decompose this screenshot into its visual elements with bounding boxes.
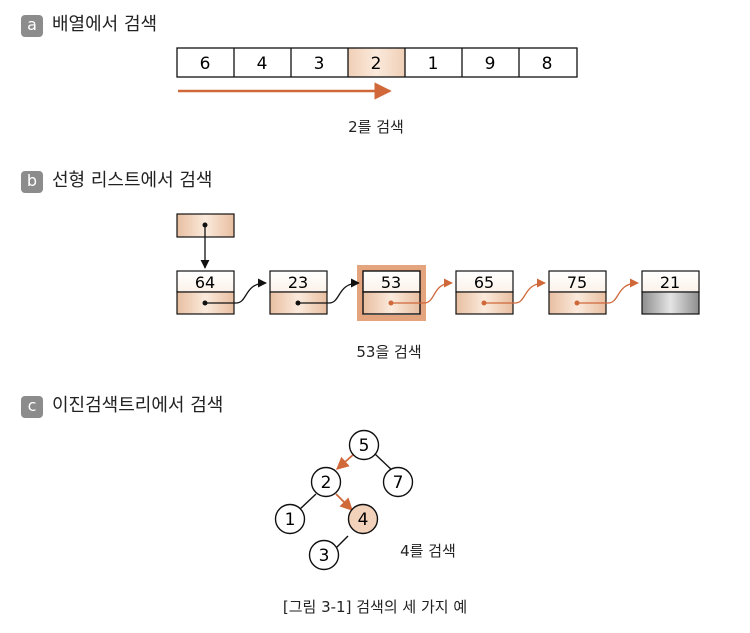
list-node-found: 53 (362, 270, 421, 315)
list-node: 75 (548, 270, 607, 315)
array-cell: 4 (257, 54, 268, 74)
section-title-a: 배열에서 검색 (52, 14, 158, 35)
svg-text:5: 5 (359, 436, 370, 456)
section-badge-c: c (21, 396, 43, 418)
node-value: 75 (567, 273, 587, 292)
section-title-c: 이진검색트리에서 검색 (52, 395, 224, 416)
caption-list-search: 53을 검색 (356, 343, 422, 361)
list-node-tail: 21 (641, 270, 700, 315)
section-title-b: 선형 리스트에서 검색 (52, 170, 213, 191)
array-cell: 2 (371, 54, 382, 74)
node-value: 64 (195, 273, 215, 292)
section-badge-b: b (21, 171, 43, 193)
node-value: 23 (288, 273, 308, 292)
caption-tree-search: 4를 검색 (400, 542, 456, 560)
array-cell: 8 (542, 54, 553, 74)
node-value: 65 (474, 273, 494, 292)
array-cell-highlight (348, 48, 405, 77)
linked-list: 64 23 53 65 (176, 213, 700, 321)
node-value: 53 (381, 273, 401, 292)
tree-node: 2 (310, 466, 342, 498)
array-cell: 3 (314, 54, 325, 74)
tree-node-found: 4 (347, 503, 379, 535)
array-cell: 6 (200, 54, 211, 74)
svg-text:4: 4 (358, 510, 369, 530)
array: 6 4 3 2 1 9 8 (176, 47, 578, 78)
array-cell: 9 (485, 54, 496, 74)
binary-search-tree: 5 2 7 1 4 3 (274, 429, 414, 571)
tree-node: 7 (382, 466, 414, 498)
svg-text:1: 1 (285, 510, 296, 530)
list-node: 64 (176, 270, 235, 315)
caption-array-search: 2를 검색 (348, 118, 404, 136)
tree-node: 1 (274, 503, 306, 535)
figure-caption: [그림 3-1] 검색의 세 가지 예 (282, 598, 468, 616)
svg-text:2: 2 (321, 473, 332, 493)
section-badge-a: a (21, 15, 43, 37)
list-node: 65 (455, 270, 514, 315)
list-node: 23 (269, 270, 328, 315)
node-value: 21 (660, 273, 680, 292)
svg-text:3: 3 (319, 546, 330, 566)
tree-node: 5 (348, 429, 380, 461)
array-cell: 1 (428, 54, 439, 74)
tree-node: 3 (308, 539, 340, 571)
svg-text:7: 7 (393, 473, 404, 493)
